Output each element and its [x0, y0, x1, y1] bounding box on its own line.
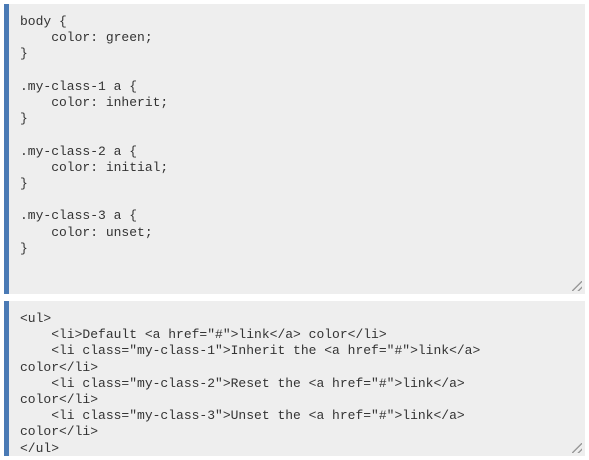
css-code-text[interactable]: body { color: green; } .my-class-1 a { c…: [20, 14, 169, 256]
css-editor-resize-handle-icon[interactable]: [572, 281, 582, 291]
css-code-editor[interactable]: body { color: green; } .my-class-1 a { c…: [4, 4, 585, 294]
html-code-editor[interactable]: <ul> <li>Default <a href="#">link</a> co…: [4, 301, 585, 456]
html-editor-resize-handle-icon[interactable]: [572, 443, 582, 453]
html-code-text[interactable]: <ul> <li>Default <a href="#">link</a> co…: [20, 311, 481, 456]
